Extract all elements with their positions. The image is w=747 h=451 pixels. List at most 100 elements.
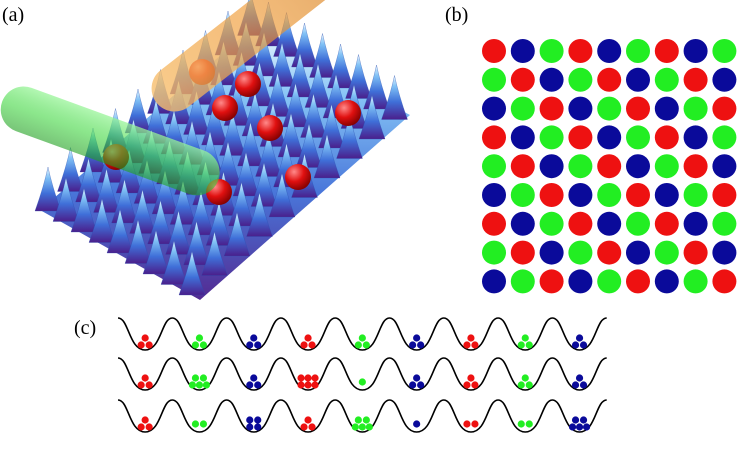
lattice-peak xyxy=(124,219,152,264)
grid-dot xyxy=(539,96,564,121)
lattice-peak xyxy=(381,75,408,120)
red-atom xyxy=(212,95,238,121)
well-atom xyxy=(525,381,533,389)
red-atom xyxy=(285,164,311,190)
well-atom xyxy=(571,341,580,349)
grid-dot xyxy=(683,67,708,92)
lattice-peak xyxy=(124,88,152,134)
laser-beams xyxy=(0,0,359,196)
green-laser-beam xyxy=(0,86,220,196)
well-atom xyxy=(579,416,588,424)
grid-dot xyxy=(539,39,564,63)
well-curve xyxy=(117,399,607,433)
lattice-peak xyxy=(183,220,210,266)
grid-dot xyxy=(626,154,650,179)
well-atom xyxy=(199,341,208,349)
well-atom xyxy=(308,423,316,431)
lattice-peak xyxy=(250,162,278,207)
lattice-peak xyxy=(304,63,332,108)
lattice-peak xyxy=(264,72,291,117)
grid-dot xyxy=(482,240,506,265)
lattice-peak xyxy=(237,121,264,167)
well-curve xyxy=(117,357,607,391)
grid-dot xyxy=(539,269,564,294)
lattice-peak xyxy=(291,22,318,68)
grid-dot xyxy=(568,96,593,121)
grid-dot xyxy=(626,183,650,207)
well-atom xyxy=(297,374,305,382)
grid-dot xyxy=(482,125,506,150)
lattice-peak xyxy=(295,123,323,168)
well-atom xyxy=(525,341,533,349)
grid-dot xyxy=(626,211,650,236)
well-atom xyxy=(471,381,479,389)
grid-dot xyxy=(712,96,737,121)
grid-dot xyxy=(597,183,622,207)
well-atom xyxy=(250,374,258,382)
lattice-peak xyxy=(246,192,273,237)
lattice-peak xyxy=(277,112,305,158)
grid-dot xyxy=(597,154,622,179)
well-atom xyxy=(525,420,533,428)
grid-dot xyxy=(510,269,535,294)
well-atom xyxy=(354,416,362,424)
well-atom xyxy=(417,341,425,349)
grid-dot xyxy=(568,154,593,179)
grid-dot xyxy=(654,154,679,179)
grid-dot xyxy=(597,211,622,236)
grid-dot xyxy=(597,39,622,63)
well-atom xyxy=(471,420,479,428)
grid-dot xyxy=(654,96,679,121)
well-atom xyxy=(579,381,588,389)
grid-dot xyxy=(568,269,593,294)
grid-dot xyxy=(568,211,593,236)
grid-dot xyxy=(654,39,679,63)
grid-dot xyxy=(539,67,564,92)
well-atom xyxy=(199,374,208,382)
well-atom xyxy=(467,334,475,342)
well-atom xyxy=(467,374,475,382)
lattice-peak xyxy=(111,178,138,224)
grid-dot xyxy=(568,67,593,92)
well-atom xyxy=(304,334,312,342)
lattice-peak xyxy=(201,231,228,276)
lattice-peak xyxy=(232,151,260,197)
well-atom xyxy=(145,341,153,349)
grid-dot xyxy=(539,125,564,150)
grid-dot xyxy=(510,39,535,63)
lattice-peak xyxy=(147,199,174,245)
well-atom xyxy=(308,341,316,349)
red-atom xyxy=(257,115,283,141)
grid-dot xyxy=(683,125,708,150)
grid-dot xyxy=(626,67,650,92)
grid-dot xyxy=(539,240,564,265)
grid-dot xyxy=(482,39,506,63)
well-atom xyxy=(358,334,366,342)
grid-dot xyxy=(683,183,708,207)
well-atom xyxy=(409,341,417,349)
well-atom xyxy=(254,423,262,431)
grid-dot xyxy=(654,269,679,294)
lattice-peak xyxy=(363,64,390,110)
well-atom xyxy=(351,423,359,431)
well-atom xyxy=(463,381,471,389)
well-atom xyxy=(137,341,145,349)
well-atom xyxy=(358,423,366,431)
lattice-peak xyxy=(34,166,62,212)
grid-dot xyxy=(683,39,708,63)
well-atom xyxy=(575,423,584,431)
panel-c-label: (c) xyxy=(74,317,97,339)
grid-dot xyxy=(654,125,679,150)
lattice-peak xyxy=(300,93,327,138)
grid-dot xyxy=(482,211,506,236)
grid-dot xyxy=(539,154,564,179)
color-grid xyxy=(482,39,737,294)
grid-dot xyxy=(654,211,679,236)
grid-dot xyxy=(597,269,622,294)
well-atom xyxy=(517,381,525,389)
well-atom xyxy=(571,381,580,389)
well-atom xyxy=(246,423,254,431)
well-atom xyxy=(365,423,373,431)
well-atom xyxy=(145,381,153,389)
